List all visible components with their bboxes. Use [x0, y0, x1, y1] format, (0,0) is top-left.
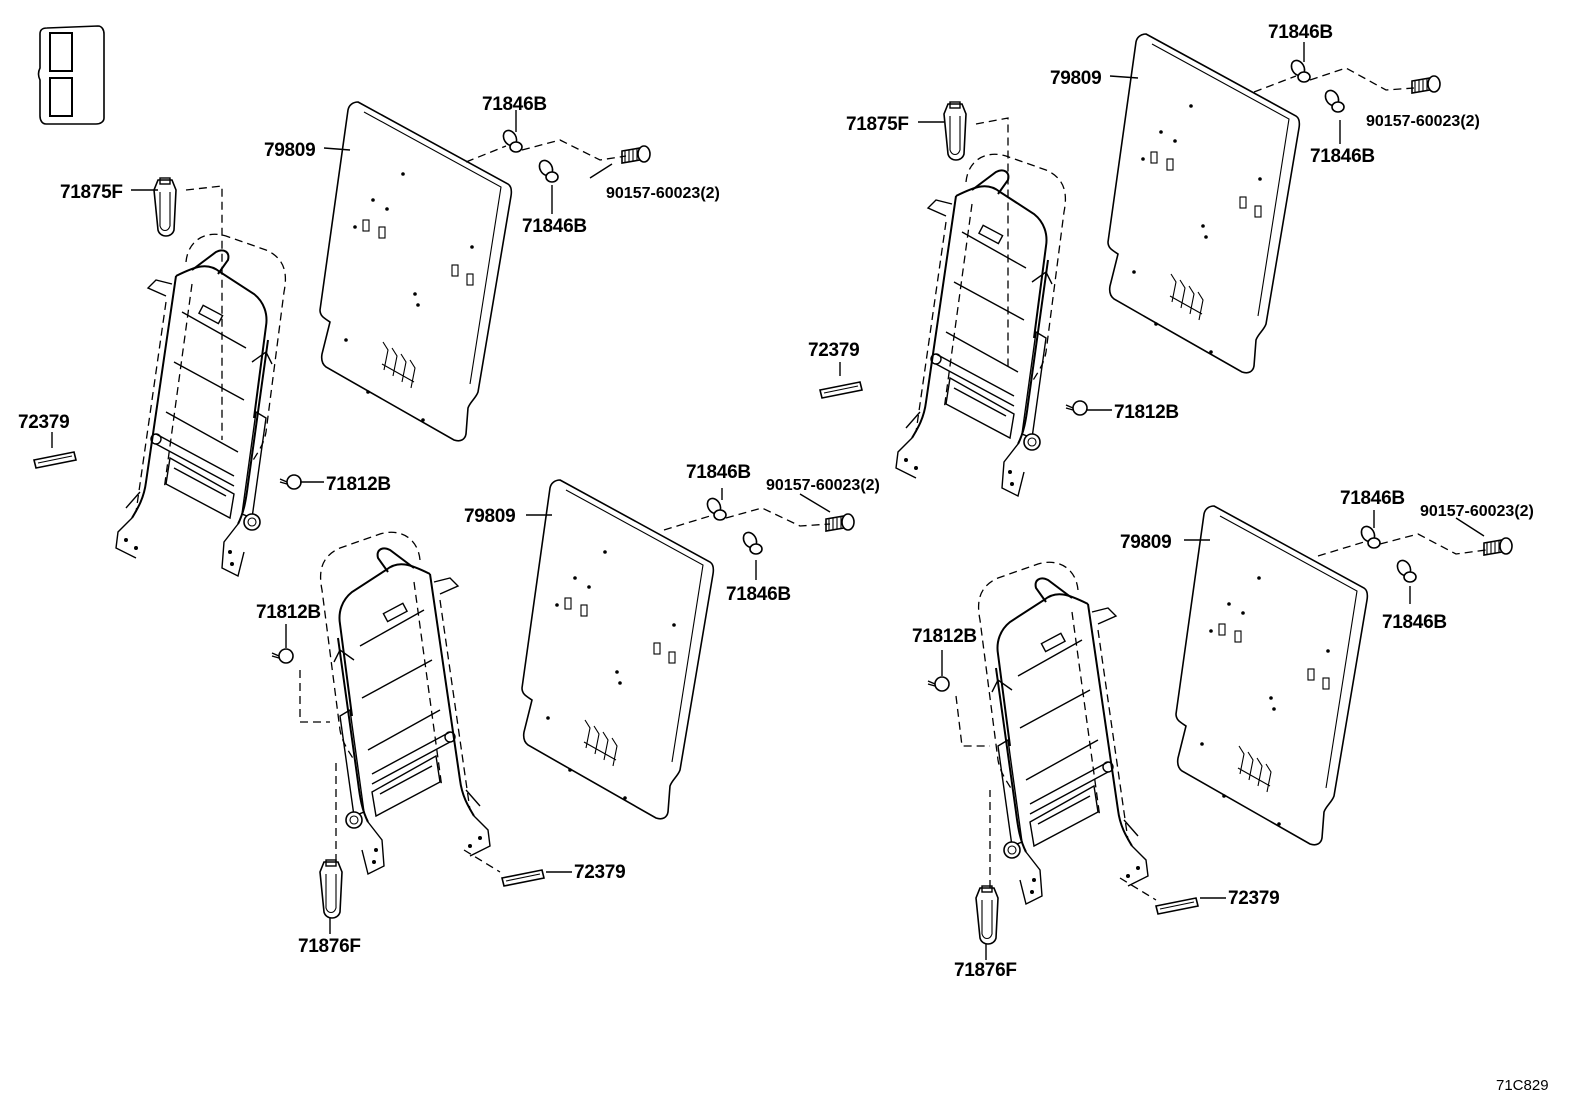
label-90157-a3: 90157-60023(2)	[1366, 113, 1480, 130]
label-71876f-a2: 71876F	[298, 936, 361, 957]
label-71846b-a1-bottom: 71846B	[522, 216, 587, 237]
label-71846b-a2-top: 71846B	[686, 462, 751, 483]
seatback-board-1	[319, 101, 513, 442]
assembly-top-right	[819, 33, 1441, 497]
labels: 79809 71846B 90157-60023(2) 71846B 71875…	[18, 22, 1549, 1094]
figure-code: 71C829	[1496, 1077, 1549, 1094]
guide-71875f-1	[153, 177, 177, 237]
label-71846b-a4-bottom: 71846B	[1382, 612, 1447, 633]
label-90157-a1: 90157-60023(2)	[606, 185, 720, 202]
guide-71876f-2	[319, 859, 343, 919]
seatback-board-3	[1107, 33, 1301, 374]
label-79809-a4: 79809	[1120, 532, 1171, 553]
label-71846b-a4-top: 71846B	[1340, 488, 1405, 509]
label-71875f-a1: 71875F	[60, 182, 123, 203]
guide-71875f-3	[943, 101, 967, 161]
label-72379-a3: 72379	[808, 340, 859, 361]
label-71846b-a3-bottom: 71846B	[1310, 146, 1375, 167]
seatback-board-2	[521, 479, 715, 820]
seatback-frame-1	[115, 233, 287, 577]
seatback-board-4	[1175, 505, 1369, 846]
label-72379-a4: 72379	[1228, 888, 1279, 909]
label-71846b-a2-bottom: 71846B	[726, 584, 791, 605]
label-71876f-a4: 71876F	[954, 960, 1017, 981]
label-79809-a1: 79809	[264, 140, 315, 161]
assembly-bottom-left	[271, 479, 855, 934]
label-72379-a2: 72379	[574, 862, 625, 883]
seatback-frame-2	[319, 531, 491, 875]
label-79809-a2: 79809	[464, 506, 515, 527]
seatback-frame-3	[895, 153, 1067, 497]
assembly-bottom-right	[927, 505, 1513, 960]
seat-location-icon	[37, 25, 105, 125]
label-71812b-a2: 71812B	[256, 602, 321, 623]
label-90157-a4: 90157-60023(2)	[1420, 503, 1534, 520]
label-79809-a3: 79809	[1050, 68, 1101, 89]
guide-71876f-4	[975, 885, 999, 945]
label-71875f-a3: 71875F	[846, 114, 909, 135]
seatback-frame-4	[977, 561, 1149, 905]
label-71812b-a1: 71812B	[326, 474, 391, 495]
label-71846b-a1-top: 71846B	[482, 94, 547, 115]
label-71812b-a3: 71812B	[1114, 402, 1179, 423]
assembly-top-left	[33, 101, 651, 577]
label-71846b-a3-top: 71846B	[1268, 22, 1333, 43]
label-90157-a2: 90157-60023(2)	[766, 477, 880, 494]
label-71812b-a4: 71812B	[912, 626, 977, 647]
label-72379-a1: 72379	[18, 412, 69, 433]
